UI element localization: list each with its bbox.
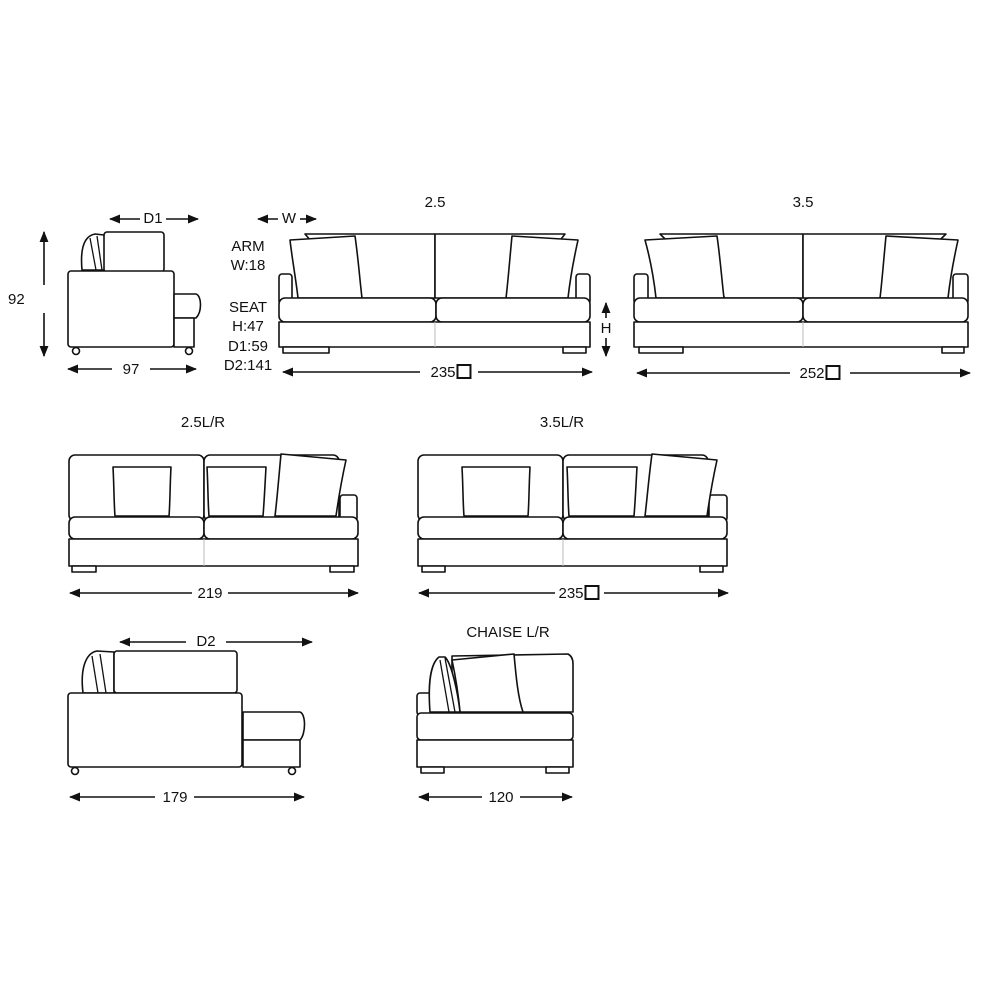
chaise-front-title: CHAISE L/R bbox=[466, 624, 550, 641]
chaise-side-drawing bbox=[67, 637, 314, 802]
sofa-2-5-width: 235 bbox=[430, 364, 472, 381]
side-view-depth-label: D1 bbox=[143, 210, 163, 227]
chaise-side-depth-label: D2 bbox=[196, 633, 216, 650]
side-view-depth-value: 97 bbox=[122, 361, 140, 378]
height-marker-label: H bbox=[600, 320, 612, 337]
side-view-drawing bbox=[39, 214, 318, 374]
chaise-side-depth-value: 179 bbox=[162, 789, 188, 806]
chaise-front-width-value: 120 bbox=[488, 789, 514, 806]
sofa-3-5-lr-width-value: 235 bbox=[558, 585, 584, 602]
side-view-height-value: 92 bbox=[8, 291, 25, 308]
sofa-3-5-title: 3.5 bbox=[792, 194, 814, 211]
sofa-3-5-lr-width: 235 bbox=[558, 585, 600, 602]
sofa-3-5-drawing bbox=[633, 233, 972, 378]
seat-d2-spec: D2:141 bbox=[223, 357, 273, 374]
square-icon bbox=[456, 364, 472, 379]
sofa-3-5-lr-title: 3.5L/R bbox=[539, 414, 585, 431]
sofa-2-5-lr-width-value: 219 bbox=[197, 585, 223, 602]
sofa-2-5-lr-drawing bbox=[68, 453, 360, 598]
seat-title: SEAT bbox=[228, 299, 268, 316]
sofa-2-5-width-value: 235 bbox=[430, 364, 456, 381]
sofa-2-5-title: 2.5 bbox=[424, 194, 446, 211]
width-marker-label: W bbox=[281, 210, 297, 227]
arm-width-spec: W:18 bbox=[230, 257, 266, 274]
square-icon bbox=[825, 365, 841, 380]
sofa-3-5-lr-drawing bbox=[417, 453, 730, 598]
sofa-2-5-lr-title: 2.5L/R bbox=[180, 414, 226, 431]
sofa-3-5-width-value: 252 bbox=[799, 365, 825, 382]
sofa-2-5-drawing bbox=[278, 233, 611, 377]
arm-title: ARM bbox=[231, 238, 265, 255]
chaise-front-drawing bbox=[416, 653, 574, 802]
square-icon bbox=[584, 585, 600, 600]
sofa-3-5-width: 252 bbox=[799, 365, 841, 382]
seat-height-spec: H:47 bbox=[232, 318, 264, 335]
seat-d1-spec: D1:59 bbox=[227, 338, 269, 355]
